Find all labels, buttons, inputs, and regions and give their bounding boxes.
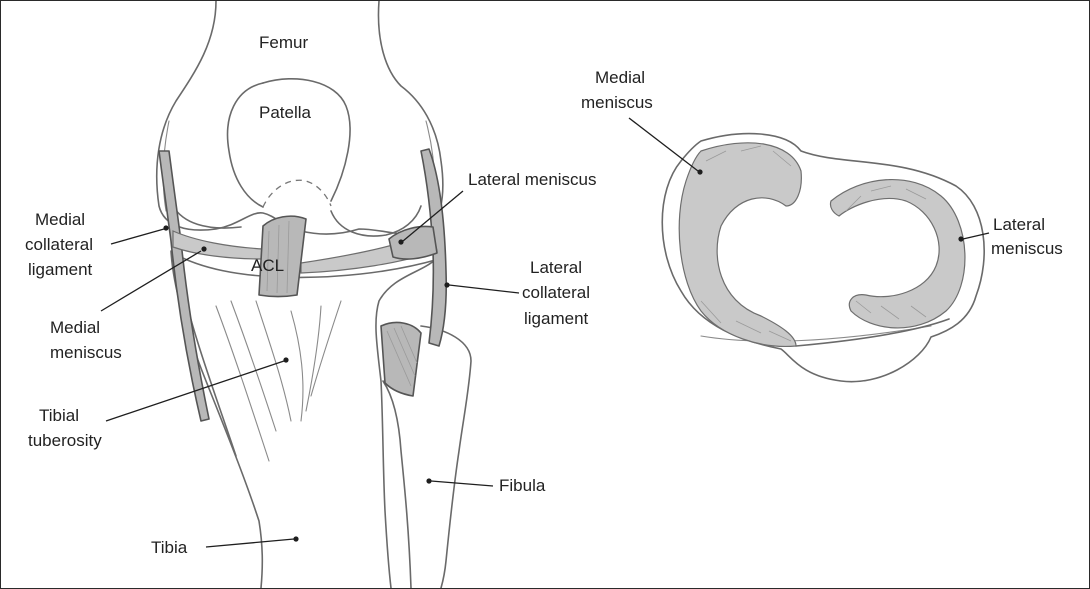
label-medial-meniscus-front-2: meniscus — [50, 343, 122, 362]
label-tibia: Tibia — [151, 538, 188, 557]
superior-meniscus-view — [662, 134, 984, 382]
label-medial-meniscus-top-2: meniscus — [581, 93, 653, 112]
medial-collateral-ligament-shape — [159, 151, 209, 421]
patella-shape — [228, 83, 263, 207]
label-lateral-meniscus-front: Lateral meniscus — [468, 170, 597, 189]
label-lateral-collateral-ligament-3: ligament — [524, 309, 589, 328]
lateral-meniscus-top-shape — [830, 180, 964, 328]
front-knee-view — [157, 1, 471, 588]
label-medial-meniscus-top-1: Medial — [595, 68, 645, 87]
label-lateral-collateral-ligament-1: Lateral — [530, 258, 582, 277]
tibial-tuberosity-shading — [216, 301, 341, 461]
label-tibial-tuberosity-2: tuberosity — [28, 431, 102, 450]
label-lateral-meniscus-top-2: meniscus — [991, 239, 1063, 258]
medial-meniscus-top-shape — [679, 143, 801, 347]
label-tibial-tuberosity-1: Tibial — [39, 406, 79, 425]
label-medial-collateral-ligament-1: Medial — [35, 210, 85, 229]
label-lateral-meniscus-top-1: Lateral — [993, 215, 1045, 234]
label-femur: Femur — [259, 33, 308, 52]
label-fibula: Fibula — [499, 476, 546, 495]
label-patella: Patella — [259, 103, 312, 122]
label-lateral-collateral-ligament-2: collateral — [522, 283, 590, 302]
fibula-shape — [421, 326, 471, 588]
medial-meniscus-front-shape — [173, 231, 263, 259]
label-acl: ACL — [251, 256, 284, 275]
label-medial-collateral-ligament-2: collateral — [25, 235, 93, 254]
label-medial-meniscus-front-1: Medial — [50, 318, 100, 337]
label-medial-collateral-ligament-3: ligament — [28, 260, 93, 279]
